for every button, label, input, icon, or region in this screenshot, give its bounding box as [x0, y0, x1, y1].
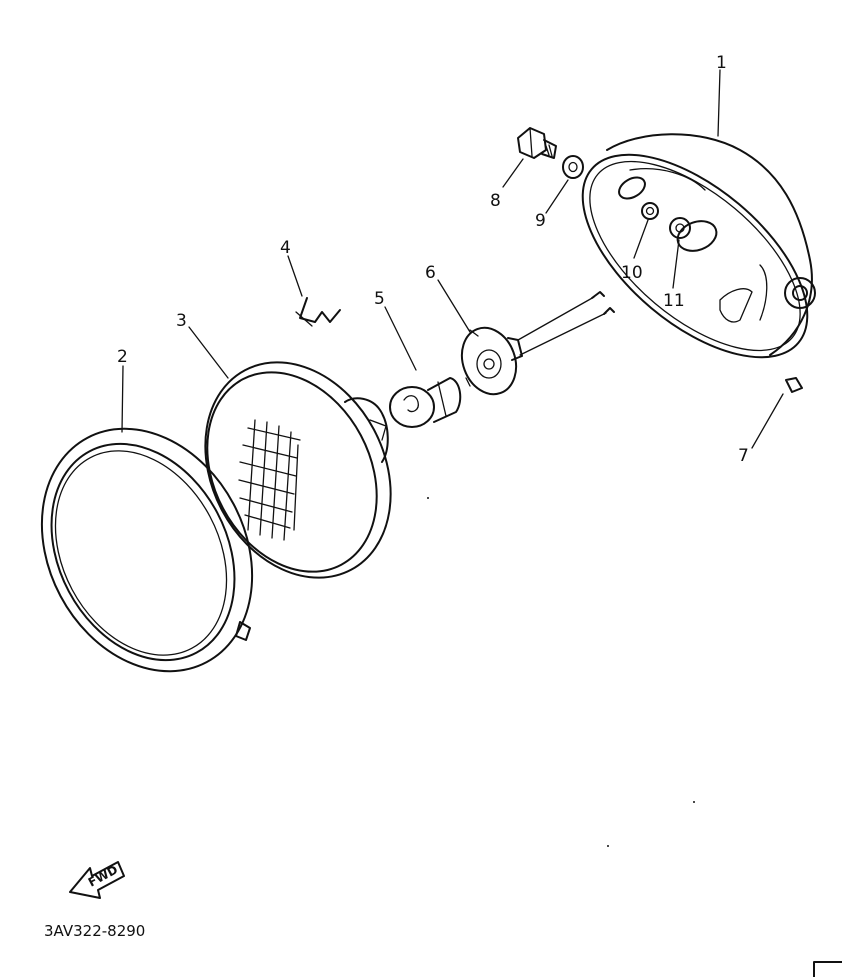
callout-7: 7 [738, 446, 749, 466]
callout-1: 1 [716, 53, 727, 73]
housing-fastener [785, 377, 803, 393]
callouts: 1 2 3 4 5 6 7 8 9 10 11 [117, 53, 749, 466]
leader-lines [121, 69, 784, 449]
callout-8: 8 [490, 191, 501, 211]
corner-mark [813, 961, 842, 977]
bulb-spring-clip [295, 297, 341, 327]
forward-label: FWD [86, 863, 120, 890]
lens-grid-pattern [238, 419, 301, 541]
washer [562, 155, 584, 179]
lens-unit [204, 361, 392, 579]
callout-11: 11 [663, 291, 685, 311]
callout-2: 2 [117, 347, 128, 367]
headlight-rim [40, 427, 254, 673]
headlight-housing [581, 133, 816, 359]
callout-5: 5 [374, 289, 385, 309]
forward-arrow-icon: FWD [69, 861, 125, 899]
mounting-bolt [517, 127, 557, 159]
bulb-socket [460, 326, 523, 396]
callout-4: 4 [280, 238, 291, 258]
scan-specks [427, 497, 695, 847]
callout-10: 10 [621, 263, 643, 283]
headlight-bulb [389, 377, 462, 428]
callout-9: 9 [535, 211, 546, 231]
callout-3: 3 [176, 311, 187, 331]
callout-6: 6 [425, 263, 436, 283]
drawing-code: 3AV322-8290 [44, 922, 145, 940]
socket-lead-wires [517, 291, 615, 356]
